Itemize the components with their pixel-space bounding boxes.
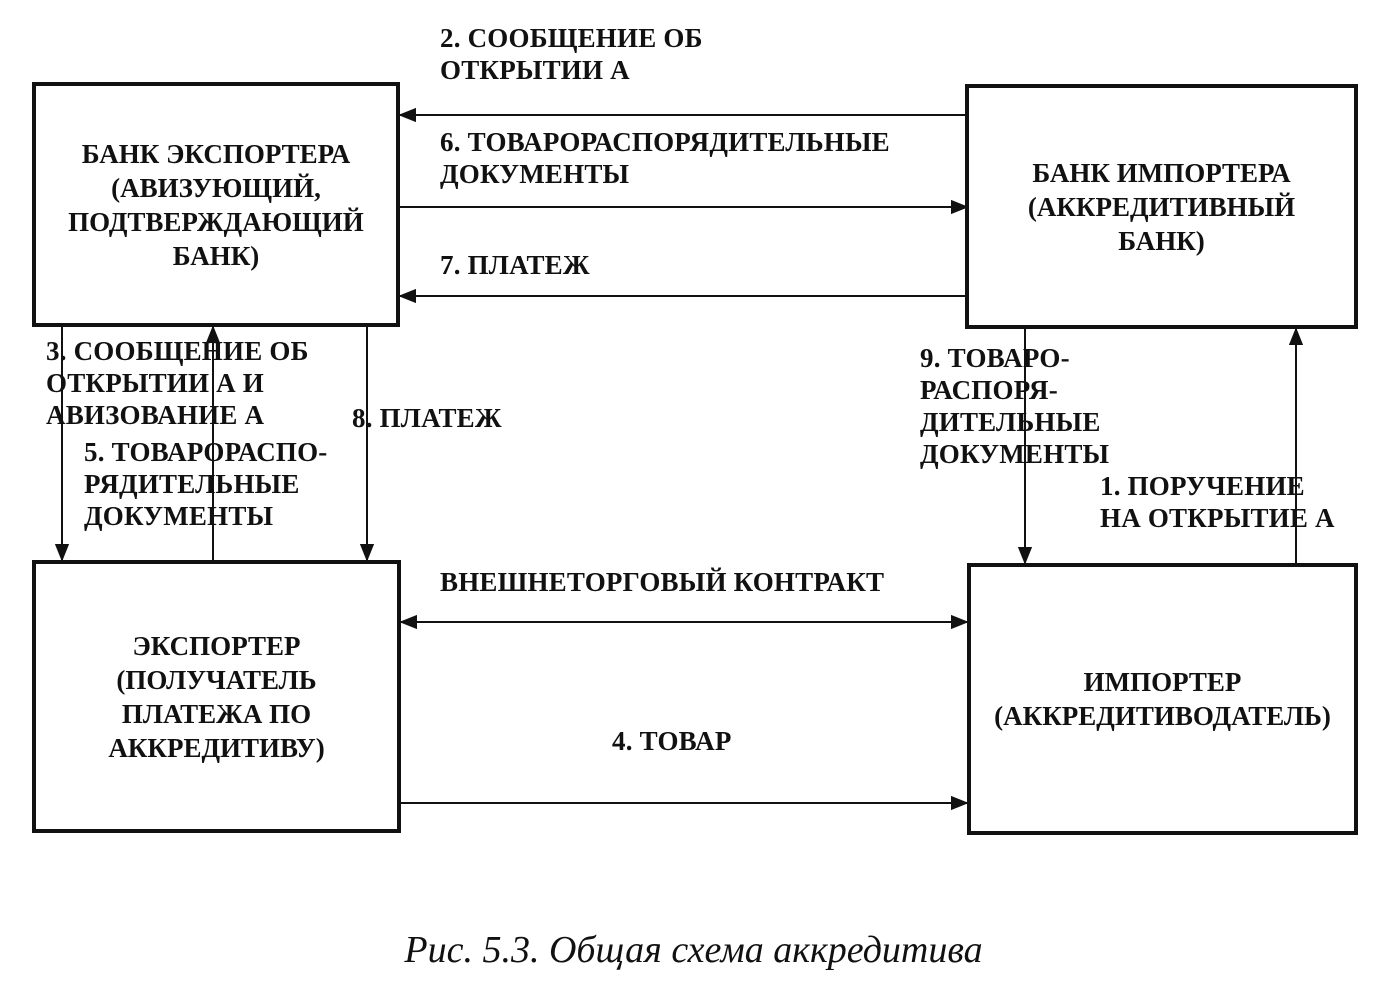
label-step1-line-2: НА ОТКРЫТИЕ А [1100, 503, 1335, 533]
label-step8: 8. ПЛАТЕЖ [352, 402, 502, 434]
exporter-text: ЭКСПОРТЕР (ПОЛУЧАТЕЛЬ ПЛАТЕЖА ПО АККРЕДИ… [108, 629, 324, 765]
exporter-bank-text: БАНК ЭКСПОРТЕРА (АВИЗУЮЩИЙ, ПОДТВЕРЖДАЮЩ… [68, 137, 364, 273]
label-step8-line-1: 8. ПЛАТЕЖ [352, 403, 502, 433]
exporter-line-2: (ПОЛУЧАТЕЛЬ [116, 664, 317, 695]
exporter-box: ЭКСПОРТЕР (ПОЛУЧАТЕЛЬ ПЛАТЕЖА ПО АККРЕДИ… [32, 560, 401, 833]
importer-bank-line-3: БАНК) [1118, 225, 1205, 256]
label-step2-line-2: ОТКРЫТИИ А [440, 55, 630, 85]
figure-caption: Рис. 5.3. Общая схема аккредитива [404, 929, 983, 971]
importer-bank-box: БАНК ИМПОРТЕРА (АККРЕДИТИВНЫЙ БАНК) [965, 84, 1358, 329]
importer-box: ИМПОРТЕР (АККРЕДИТИВОДАТЕЛЬ) [967, 563, 1358, 835]
label-step7-line-1: 7. ПЛАТЕЖ [440, 250, 590, 280]
label-step3-line-2: ОТКРЫТИИ А И [46, 368, 265, 398]
label-step3: 3. СООБЩЕНИЕ ОБ ОТКРЫТИИ А И АВИЗОВАНИЕ … [46, 335, 309, 431]
label-step9-line-2: РАСПОРЯ- [920, 375, 1058, 405]
label-step6-line-1: 6. ТОВАРОРАСПОРЯДИТЕЛЬНЫЕ [440, 127, 890, 157]
importer-bank-line-2: (АККРЕДИТИВНЫЙ [1027, 191, 1296, 222]
label-step2: 2. СООБЩЕНИЕ ОБ ОТКРЫТИИ А [440, 22, 703, 86]
label-step9: 9. ТОВАРО- РАСПОРЯ- ДИТЕЛЬНЫЕ ДОКУМЕНТЫ [920, 342, 1109, 470]
importer-bank-line-1: БАНК ИМПОРТЕРА [1032, 157, 1291, 188]
label-step9-line-1: 9. ТОВАРО- [920, 343, 1070, 373]
exporter-bank-line-4: БАНК) [172, 240, 260, 271]
importer-text: ИМПОРТЕР (АККРЕДИТИВОДАТЕЛЬ) [994, 665, 1331, 733]
importer-line-2: (АККРЕДИТИВОДАТЕЛЬ) [994, 701, 1331, 731]
exporter-bank-line-3: ПОДТВЕРЖДАЮЩИЙ [68, 206, 364, 237]
exporter-line-1: ЭКСПОРТЕР [132, 630, 301, 661]
label-step9-line-4: ДОКУМЕНТЫ [920, 439, 1110, 469]
label-step5-line-2: РЯДИТЕЛЬНЫЕ [84, 469, 300, 499]
label-step4-line-1: 4. ТОВАР [612, 726, 732, 756]
exporter-bank-line-2: (АВИЗУЮЩИЙ, [111, 172, 321, 203]
label-step2-line-1: 2. СООБЩЕНИЕ ОБ [440, 23, 703, 53]
label-step5-line-1: 5. ТОВАРОРАСПО- [84, 437, 328, 467]
label-step3-line-1: 3. СООБЩЕНИЕ ОБ [46, 336, 309, 366]
exporter-line-4: АККРЕДИТИВУ) [108, 732, 325, 763]
label-step4: 4. ТОВАР [612, 725, 732, 757]
label-step7: 7. ПЛАТЕЖ [440, 249, 590, 281]
label-step1: 1. ПОРУЧЕНИЕ НА ОТКРЫТИЕ А [1100, 470, 1335, 534]
label-step5-line-3: ДОКУМЕНТЫ [84, 501, 274, 531]
label-contract: ВНЕШНЕТОРГОВЫЙ КОНТРАКТ [440, 566, 884, 598]
label-contract-line-1: ВНЕШНЕТОРГОВЫЙ КОНТРАКТ [440, 567, 885, 597]
label-step1-line-1: 1. ПОРУЧЕНИЕ [1100, 471, 1305, 501]
exporter-line-3: ПЛАТЕЖА ПО [121, 698, 312, 729]
label-step6: 6. ТОВАРОРАСПОРЯДИТЕЛЬНЫЕ ДОКУМЕНТЫ [440, 126, 890, 190]
label-step5: 5. ТОВАРОРАСПО- РЯДИТЕЛЬНЫЕ ДОКУМЕНТЫ [84, 436, 327, 532]
exporter-bank-line-1: БАНК ЭКСПОРТЕРА [81, 138, 351, 169]
label-step9-line-3: ДИТЕЛЬНЫЕ [920, 407, 1101, 437]
exporter-bank-box: БАНК ЭКСПОРТЕРА (АВИЗУЮЩИЙ, ПОДТВЕРЖДАЮЩ… [32, 82, 400, 327]
label-step3-line-3: АВИЗОВАНИЕ А [46, 400, 265, 430]
importer-bank-text: БАНК ИМПОРТЕРА (АККРЕДИТИВНЫЙ БАНК) [1028, 156, 1295, 258]
label-step6-line-2: ДОКУМЕНТЫ [440, 159, 630, 189]
importer-line-1: ИМПОРТЕР [1083, 667, 1242, 697]
